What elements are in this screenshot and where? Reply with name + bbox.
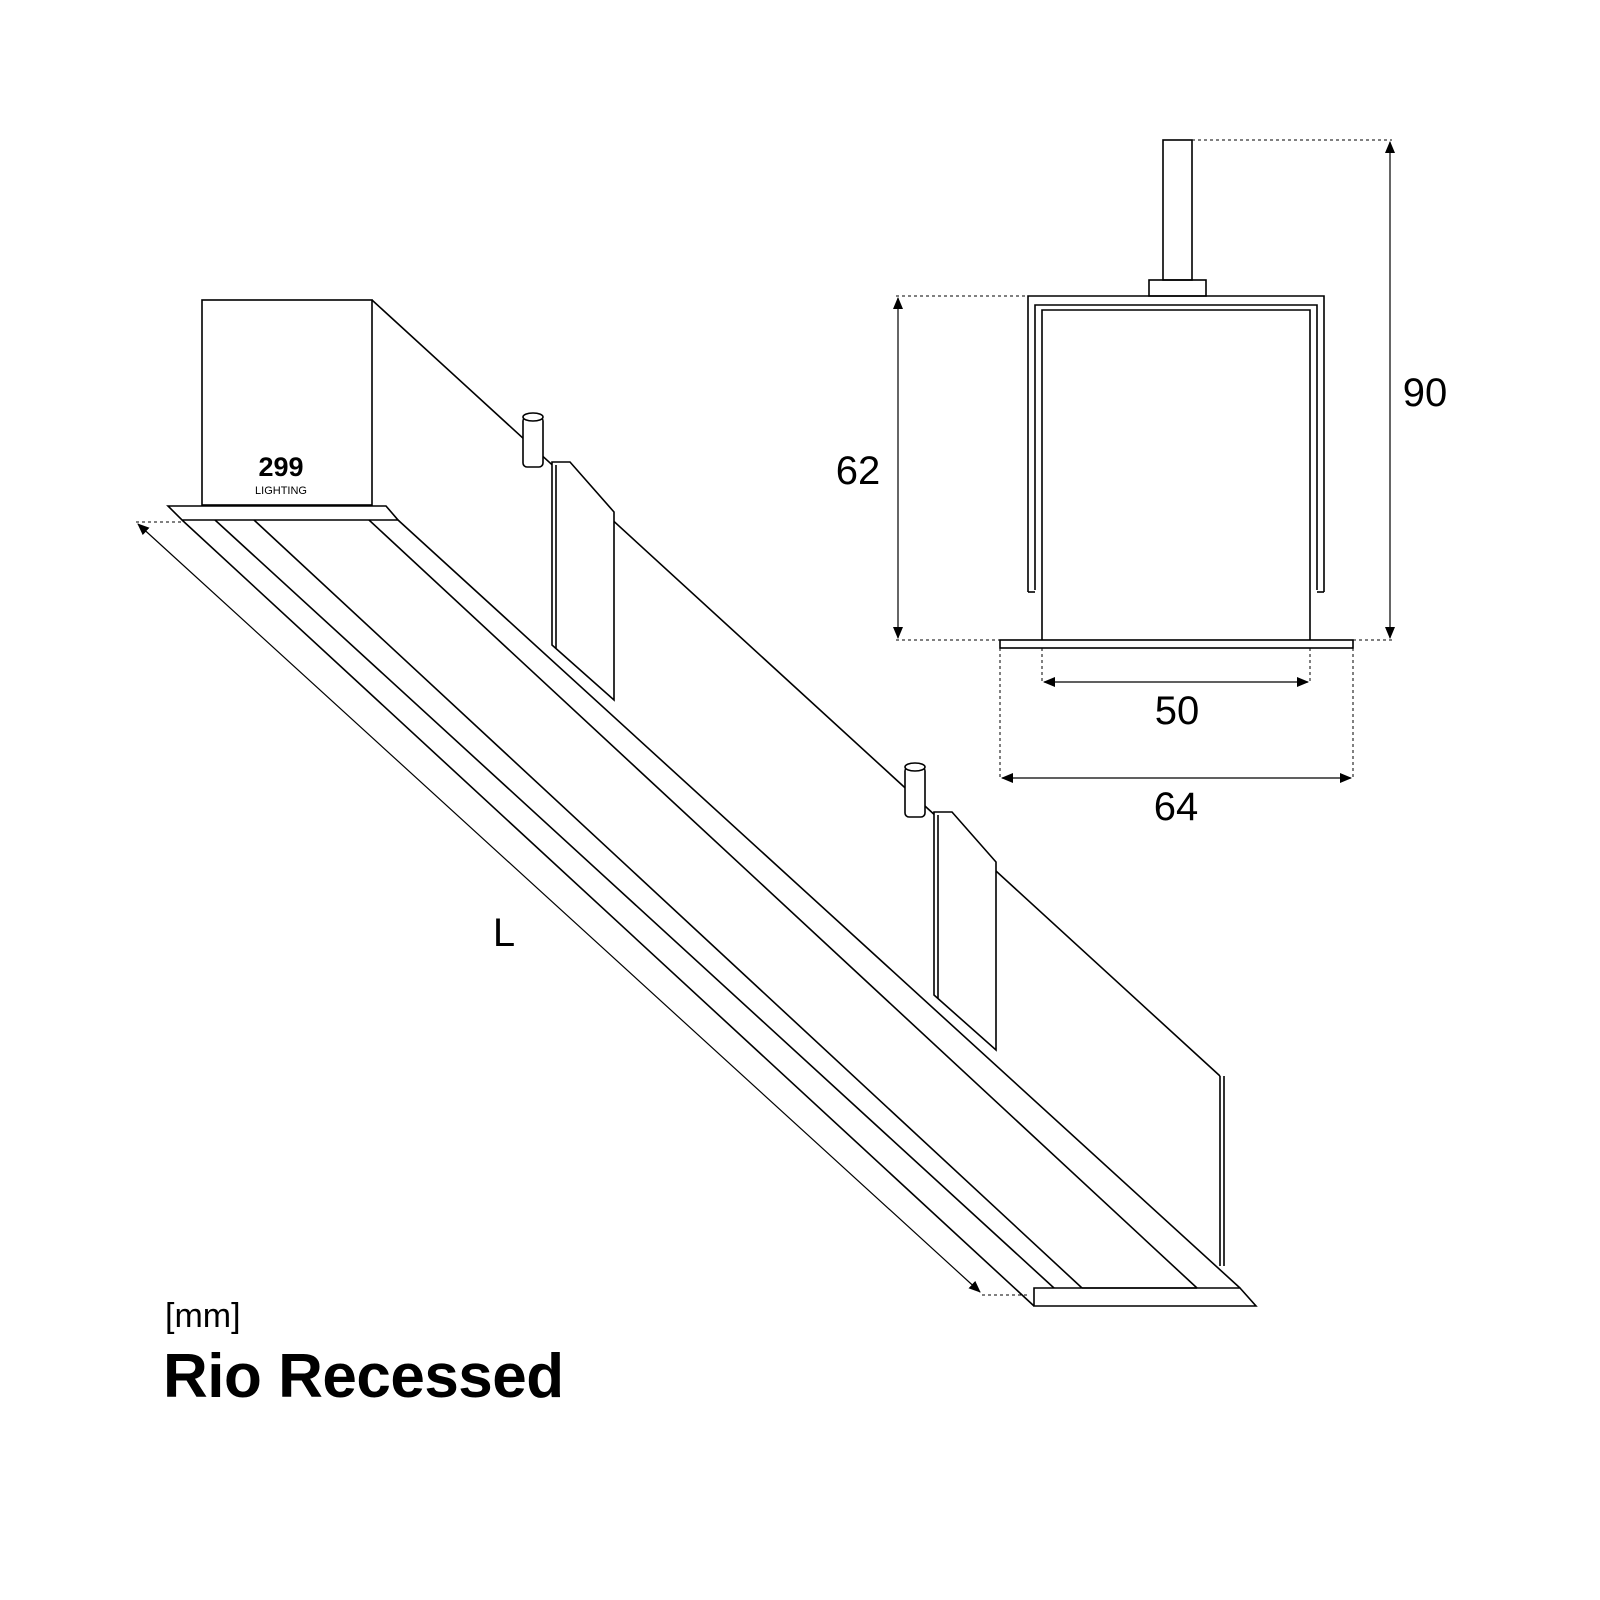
cross-section-view: 90 62 50 64 <box>836 139 1448 829</box>
length-label: L <box>493 911 515 955</box>
brand-logo: 299 LIGHTING <box>255 452 307 497</box>
dimension-90-label: 90 <box>1403 371 1448 415</box>
dimension-total-height: 90 <box>1192 139 1448 641</box>
luminaire-body <box>201 299 1225 1266</box>
length-dimension: L <box>136 521 1030 1296</box>
housing-profile <box>999 295 1354 649</box>
mounting-clip-1 <box>522 412 615 702</box>
isometric-luminaire-view: 299 LIGHTING L <box>136 299 1258 1307</box>
product-title: Rio Recessed <box>163 1342 564 1411</box>
dimension-64-label: 64 <box>1154 785 1199 829</box>
luminaire-trim <box>166 505 1258 1307</box>
dimension-62-label: 62 <box>836 449 881 493</box>
dimension-inner-width: 50 <box>1041 648 1311 733</box>
mounting-clip-2 <box>904 762 997 1052</box>
suspension-rod <box>1148 139 1207 297</box>
dimension-50-label: 50 <box>1155 689 1200 733</box>
dimension-outer-width: 64 <box>999 648 1354 829</box>
logo-number: 299 <box>258 452 303 482</box>
dimension-body-height: 62 <box>836 295 1028 641</box>
logo-brand-name: LIGHTING <box>255 485 307 497</box>
unit-label: [mm] <box>165 1297 241 1335</box>
